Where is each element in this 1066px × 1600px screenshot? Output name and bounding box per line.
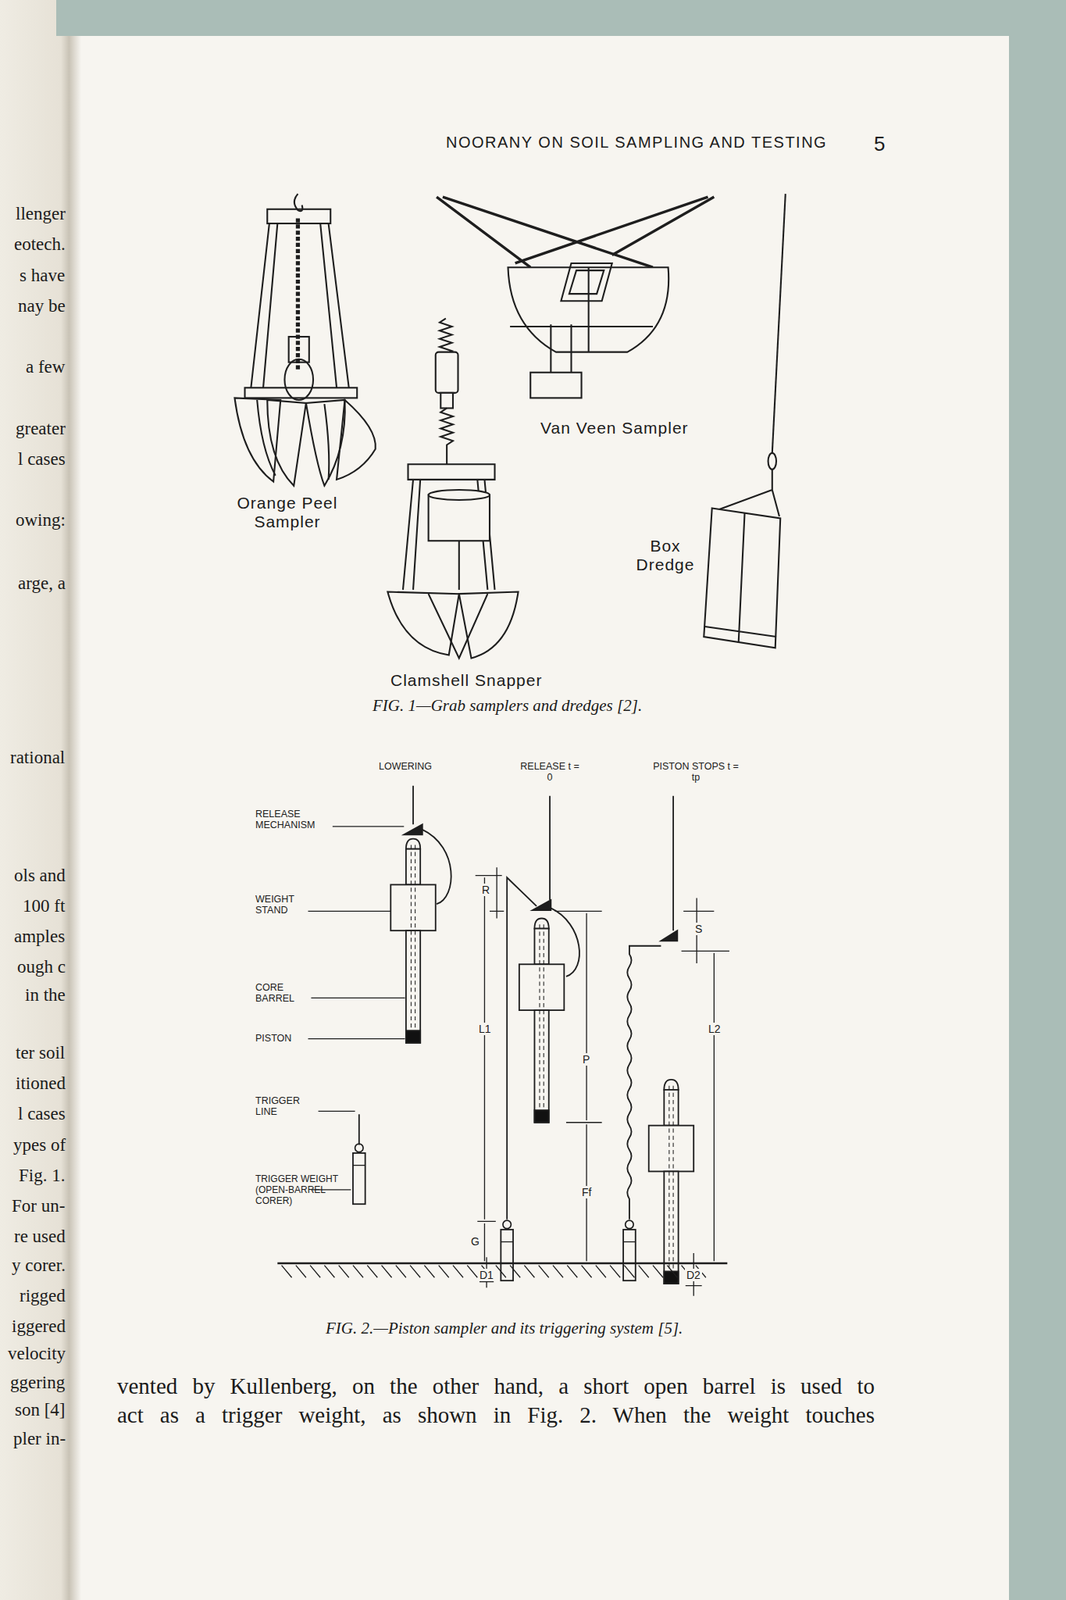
dimension-label: G: [469, 1234, 482, 1248]
facing-page-text: y corer.: [11, 1254, 66, 1276]
facing-page-text: ough c: [17, 956, 66, 977]
facing-page-text: For un-: [11, 1195, 65, 1216]
facing-page-text: pler in-: [13, 1428, 66, 1449]
dimension-label: S: [693, 922, 704, 935]
facing-page-text: s have: [19, 265, 65, 286]
figure-caption: FIG. 1—Grab samplers and dredges [2].: [372, 695, 642, 715]
orange-peel-sampler: [234, 193, 375, 486]
facing-page-text: itioned: [15, 1073, 66, 1094]
facing-page-text: llenger: [15, 203, 66, 225]
box-dredge: [703, 193, 785, 648]
part-label: RELEASE MECHANISM: [255, 808, 337, 831]
facing-page-text: eotech.: [14, 234, 66, 255]
facing-page-text: arge, a: [17, 573, 66, 594]
stage-label: PISTON STOPS t = tp: [649, 760, 742, 784]
facing-page-text: a few: [25, 356, 65, 378]
part-label: PISTON: [255, 1032, 292, 1044]
figure-label: Clamshell Snapper: [390, 670, 542, 690]
cover-right: [1008, 0, 1066, 1600]
left-page: [0, 0, 82, 1600]
dimension-label: L1: [477, 1022, 493, 1035]
page-number: 5: [873, 132, 885, 157]
figure-caption: FIG. 2.—Piston sampler and its triggerin…: [325, 1318, 683, 1337]
facing-page-text: l cases: [17, 1103, 66, 1124]
facing-page-text: iggered: [11, 1315, 66, 1337]
facing-page-text: l cases: [17, 449, 66, 470]
dimension-label: D2: [684, 1268, 703, 1281]
stage-label: RELEASE t = 0: [520, 760, 580, 784]
part-label: TRIGGER LINE: [255, 1094, 320, 1118]
stage-label: LOWERING: [378, 760, 432, 772]
facing-page-text: rigged: [19, 1285, 66, 1306]
facing-page-text: ggering: [10, 1372, 65, 1393]
facing-page-text: 100 ft: [22, 895, 65, 917]
facing-page-text: ter soil: [15, 1042, 65, 1063]
facing-page-text: velocity: [7, 1343, 66, 1364]
facing-page-text: greater: [15, 418, 66, 439]
clamshell-snapper: [387, 318, 518, 659]
figure-label: Orange Peel Sampler: [228, 493, 346, 532]
facing-page-text: re used: [14, 1226, 66, 1247]
facing-page-text: amples: [14, 926, 65, 947]
page-edge: [81, 35, 1009, 1600]
part-label: CORE BARREL: [255, 981, 314, 1005]
facing-page-text: rational: [10, 747, 65, 768]
piston-sampler-figure: [277, 785, 730, 1296]
dimension-label: P: [581, 1052, 592, 1066]
part-label: WEIGHT STAND: [255, 893, 312, 917]
facing-page-text: Fig. 1.: [18, 1165, 65, 1186]
dimension-label: Ff: [580, 1185, 593, 1198]
figure-label: Box Dredge: [626, 536, 705, 574]
part-label: TRIGGER WEIGHT (OPEN-BARREL CORER): [255, 1173, 348, 1206]
facing-page-text: in the: [24, 984, 66, 1006]
dimension-label: R: [480, 883, 492, 896]
dimension-label: L2: [706, 1022, 723, 1035]
running-header: NOORANY ON SOIL SAMPLING AND TESTING: [445, 133, 828, 152]
facing-page-text: nay be: [17, 295, 66, 317]
figure-label: Van Veen Sampler: [540, 418, 689, 438]
cover-top: [56, 0, 1066, 36]
body-text: act as a trigger weight, as shown in Fig…: [117, 1401, 875, 1428]
facing-page-text: son [4]: [14, 1399, 66, 1420]
van-veen-sampler: [436, 196, 714, 398]
dimension-label: D1: [477, 1268, 496, 1281]
facing-page-text: ols and: [14, 865, 66, 886]
facing-page-text: ypes of: [13, 1134, 66, 1156]
facing-page-text: owing:: [15, 509, 66, 531]
body-text: vented by Kullenberg, on the other hand,…: [117, 1372, 875, 1399]
